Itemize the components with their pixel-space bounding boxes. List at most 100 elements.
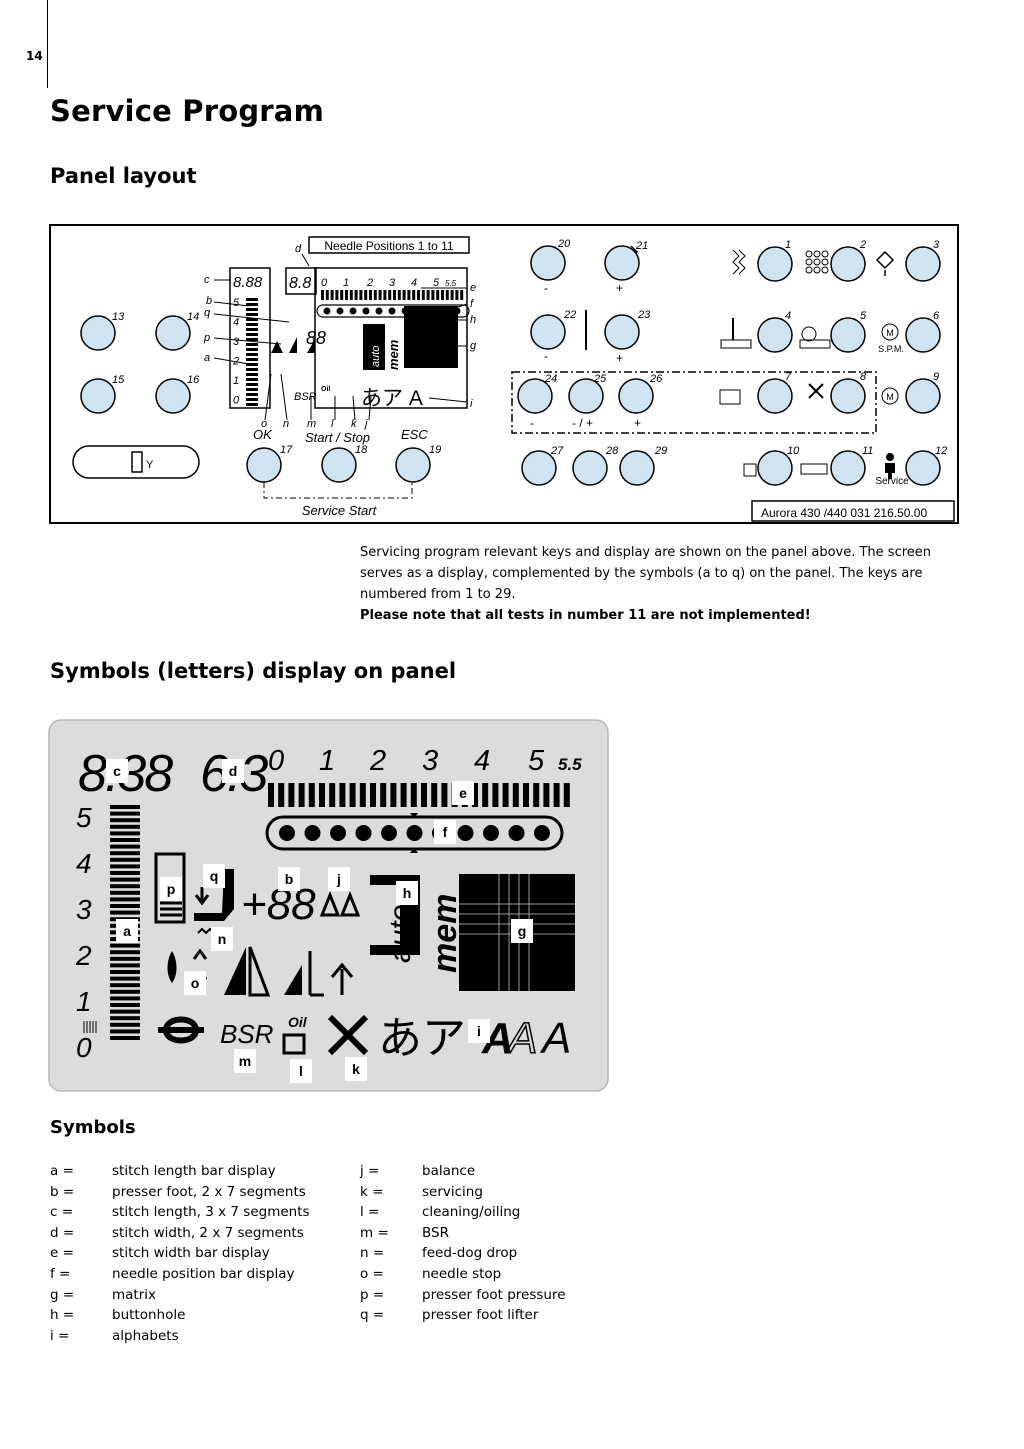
needle-stop-icon bbox=[875, 250, 895, 276]
display-width-segment bbox=[441, 783, 448, 807]
mini-length-tick-1: 1 bbox=[233, 375, 239, 387]
panel-letter-a: a bbox=[204, 352, 210, 364]
panel-letter-d: d bbox=[295, 243, 302, 255]
display-label-j: j bbox=[336, 871, 341, 887]
display-length-segment bbox=[110, 970, 140, 974]
display-width-segment bbox=[563, 783, 570, 807]
panel-key-28[interactable] bbox=[572, 450, 608, 486]
panel-key-16[interactable] bbox=[155, 378, 191, 414]
mini-width-tick-3: 3 bbox=[389, 277, 396, 289]
symbol-description: needle stop bbox=[422, 1266, 502, 1282]
panel-key-19[interactable] bbox=[395, 447, 431, 483]
symbol-description: cleaning/oiling bbox=[422, 1204, 521, 1221]
panel-key-14[interactable] bbox=[155, 315, 191, 351]
display-label-box-e bbox=[452, 781, 474, 805]
panel-key-number-15: 15 bbox=[112, 374, 125, 386]
display-width-tick-6: 5.5 bbox=[558, 755, 582, 774]
panel-key-10[interactable] bbox=[757, 450, 793, 486]
display-width-segment bbox=[359, 783, 366, 807]
mini-length-digits: 8.88 bbox=[233, 274, 263, 291]
panel-key-number-10: 10 bbox=[787, 445, 800, 457]
panel-key-29[interactable] bbox=[619, 450, 655, 486]
panel-key-27[interactable] bbox=[521, 450, 557, 486]
panel-leader-line bbox=[352, 395, 356, 421]
tension-icon bbox=[720, 339, 752, 349]
panel-key-17[interactable] bbox=[246, 447, 282, 483]
symbol-description: servicing bbox=[422, 1183, 483, 1200]
service-start-label: Service Start bbox=[302, 503, 378, 518]
display-label-box-f bbox=[434, 820, 456, 844]
panel-key-26[interactable] bbox=[618, 378, 654, 414]
display-label-box-k bbox=[345, 1057, 367, 1081]
mini-length-segment bbox=[246, 323, 258, 326]
minus-20: - bbox=[544, 281, 548, 295]
mini-width-segment bbox=[383, 290, 387, 300]
symbol-description: stitch length, 3 x 7 segments bbox=[112, 1204, 310, 1221]
panel-key-12[interactable] bbox=[905, 450, 941, 486]
panel-key-6[interactable] bbox=[905, 317, 941, 353]
panel-key-4[interactable] bbox=[757, 317, 793, 353]
stitch-triangle-2 bbox=[248, 946, 271, 997]
mini-length-segment bbox=[246, 373, 258, 376]
service-label: Service bbox=[875, 476, 909, 487]
panel-leader-line bbox=[448, 303, 468, 311]
mini-length-segment bbox=[246, 383, 258, 386]
display-length-segment bbox=[110, 1003, 140, 1007]
mini-width-segment bbox=[402, 290, 406, 300]
mini-needle-dot bbox=[388, 307, 396, 315]
panel-key-23[interactable] bbox=[604, 314, 640, 350]
panel-key-9[interactable] bbox=[905, 378, 941, 414]
panel-key-8[interactable] bbox=[830, 378, 866, 414]
panel-key-15[interactable] bbox=[80, 378, 116, 414]
display-width-segment bbox=[400, 783, 407, 807]
display-width-segment bbox=[543, 783, 550, 807]
panel-key-13[interactable] bbox=[80, 315, 116, 351]
panel-key-20[interactable] bbox=[530, 245, 566, 281]
display-length-segment bbox=[110, 1009, 140, 1014]
display-length-segment bbox=[110, 838, 140, 842]
panel-key-24[interactable] bbox=[517, 378, 553, 414]
motor-letter: M bbox=[886, 392, 894, 402]
knee-lifter-label: Y bbox=[146, 459, 154, 471]
mini-lcd-width-box bbox=[285, 267, 317, 295]
panel-key-5[interactable] bbox=[830, 317, 866, 353]
panel-letter-o: o bbox=[261, 418, 267, 430]
panel-key-21[interactable] bbox=[604, 245, 640, 281]
panel-key-22[interactable] bbox=[530, 314, 566, 350]
needle-positions-label: Needle Positions 1 to 11 bbox=[324, 239, 454, 253]
symbol-key: d = bbox=[50, 1224, 75, 1241]
display-label-q: q bbox=[210, 868, 219, 884]
display-length-segment bbox=[110, 943, 140, 948]
mem-text: mem bbox=[426, 894, 464, 973]
panel-key-number-6: 6 bbox=[933, 310, 940, 322]
panel-letter-b: b bbox=[206, 295, 212, 307]
model-box bbox=[751, 500, 955, 522]
mini-length-segment bbox=[246, 313, 258, 316]
display-needle-dot bbox=[483, 825, 499, 841]
mini-length-segment bbox=[246, 388, 258, 391]
panel-key-7[interactable] bbox=[757, 378, 793, 414]
panel-key-11[interactable] bbox=[830, 450, 866, 486]
display-length-segment bbox=[110, 983, 140, 988]
mini-width-segment bbox=[436, 290, 440, 300]
mini-needle-dot bbox=[336, 307, 344, 315]
mini-width-segment bbox=[369, 290, 372, 300]
display-width-segment bbox=[482, 783, 489, 807]
display-label-c: c bbox=[113, 763, 121, 779]
panel-key-18[interactable] bbox=[321, 447, 357, 483]
display-needle-dot bbox=[457, 825, 474, 841]
page-number: 14 bbox=[26, 49, 43, 63]
panel-key-3[interactable] bbox=[905, 246, 941, 282]
bobbin-icon bbox=[800, 463, 828, 475]
panel-key-1[interactable] bbox=[757, 246, 793, 282]
display-label-box-g bbox=[511, 919, 533, 943]
panel-letter-m: m bbox=[307, 418, 316, 430]
panel-key-number-13: 13 bbox=[112, 311, 125, 323]
panel-key-2[interactable] bbox=[830, 246, 866, 282]
mini-stitch-icons bbox=[271, 337, 315, 353]
symbol-key: k = bbox=[360, 1183, 384, 1200]
mini-length-bar bbox=[246, 298, 258, 406]
display-length-segment bbox=[110, 1029, 140, 1034]
panel-key-25[interactable] bbox=[568, 378, 604, 414]
